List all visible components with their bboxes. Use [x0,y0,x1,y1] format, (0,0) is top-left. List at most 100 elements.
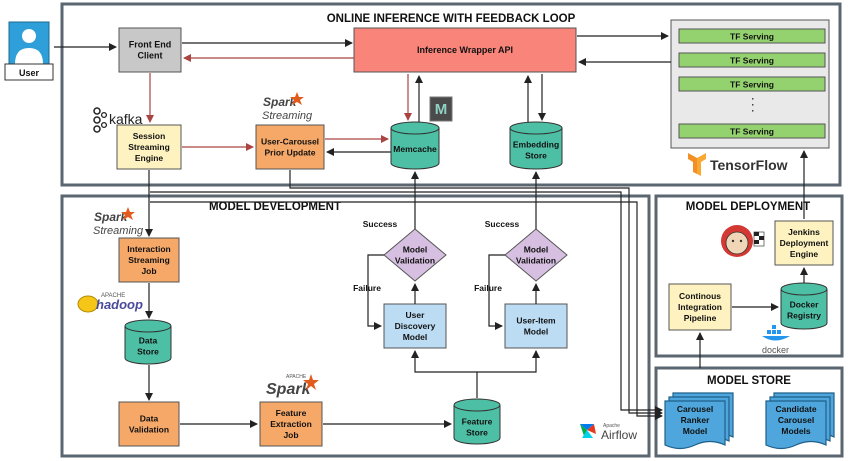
interaction-streaming-job-box [118,237,180,283]
label-line: Model [524,327,549,337]
label-line: Model [403,245,428,255]
label-line: Job [283,430,298,440]
edge-featurestore-userdiscovery [411,350,478,398]
svg-text:Streaming: Streaming [262,110,313,122]
user-label: User [19,68,40,78]
user-carousel-prior-update-box [255,124,325,170]
label-line: Jenkins [788,227,820,237]
online-inference-frame [60,2,842,187]
model-development-frame [60,194,651,458]
label-line: Docker [790,300,820,310]
label-line: Store [466,428,488,438]
feature-store [453,398,501,445]
label-line: Validation [129,425,169,435]
label-line: Model [403,332,428,342]
label-line: Discovery [395,321,436,331]
label-line: Candidate [775,404,816,414]
hadoop-logo: APACHE hadoop [77,293,143,313]
label-line: User [406,310,426,320]
model-store-title: MODEL STORE [707,375,791,387]
label-line: Ranker [681,415,711,425]
edge-featurestore-useritem [477,350,540,373]
user-discovery-model-box [383,303,447,349]
label-line: Model [683,426,708,436]
svg-text:Airflow: Airflow [601,428,637,442]
label-line: Deployment [780,238,829,248]
memcache-logo: M [429,96,453,122]
user-icon [22,29,36,43]
label-line: Carousel [677,404,713,414]
docker-logo: docker [762,325,790,355]
jenkins-logo [721,225,765,257]
edge-session-ranker-2 [150,201,663,420]
svg-text:kafka: kafka [109,111,143,127]
label-line: Feature [276,408,307,418]
label-line: User-Item [516,316,556,326]
label-line: Store [137,347,159,357]
label-line: Client [137,51,162,61]
label-line: Session [133,131,166,141]
failure-label-2: Failure [474,283,502,293]
label-line: Embedding [513,140,559,150]
session-streaming-engine-box [116,124,182,170]
edge-failure-1 [367,254,384,330]
label-line: Continous [679,291,721,301]
tf-serving-label: TF Serving [730,127,774,137]
label-line: Registry [787,311,821,321]
label-line: Streaming [128,142,170,152]
label-line: Prior Update [264,148,315,158]
edge-session-ranker [150,191,663,414]
svg-text:·: · [752,106,755,116]
tf-serving-box [678,52,826,68]
tf-serving-label: TF Serving [730,32,774,42]
label-line: Validation [516,256,556,266]
svg-text:Spark: Spark [266,381,312,398]
success-label-2: Success [485,219,520,229]
label-line: Memcache [393,144,437,154]
tensorflow-logo: TensorFlow [688,153,788,176]
label-line: Model [524,245,549,255]
spark-streaming-logo-dev: Spark Streaming [93,207,144,237]
memcache-store [390,121,440,170]
kafka-logo: kafka [93,107,143,133]
label-line: Streaming [128,255,170,265]
failure-label-1: Failure [353,283,381,293]
edge-carousel-ranker [289,170,663,417]
label-line: Interaction [127,244,170,254]
candidate-carousel-models-doc [765,392,835,450]
memcache-label: Memcache [393,144,437,154]
tf-serving-box [678,123,826,139]
label-line: Job [141,266,156,276]
label-line: Front End [129,40,172,50]
model-validation-diamond-1 [383,228,447,282]
label-line: Inference Wrapper API [417,45,513,55]
jenkins-deployment-engine-box [774,220,834,266]
label-line: Validation [395,256,435,266]
airflow-logo: Apache Airflow [580,423,637,442]
label-line: Models [781,426,811,436]
svg-text:Streaming: Streaming [93,225,144,237]
label-line: Carousel [778,415,814,425]
svg-text:TensorFlow: TensorFlow [710,157,788,173]
svg-text:APACHE: APACHE [101,293,125,299]
spark-streaming-logo-top: Spark Streaming [262,92,313,122]
svg-text:Spark: Spark [263,95,298,109]
tf-serving-box [678,28,826,44]
model-deployment-title: MODEL DEPLOYMENT [686,201,810,213]
ci-pipeline-box [668,283,732,331]
svg-text:hadoop: hadoop [96,297,143,312]
